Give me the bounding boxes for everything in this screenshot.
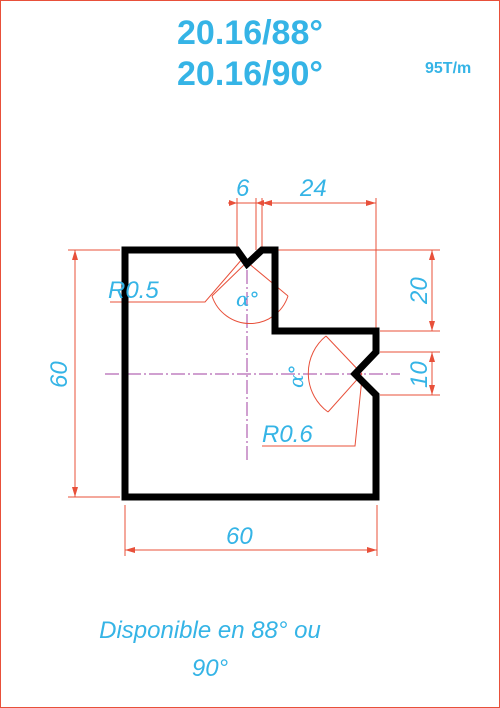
arrow-60h-left (125, 547, 135, 553)
dim-text-r05: R0.5 (108, 277, 159, 304)
arc-top-leg-left (211, 261, 248, 297)
title-line-2: 20.16/90° (177, 55, 323, 93)
angle-text-top: α° (236, 287, 260, 311)
availability-note-line-2: 90° (191, 655, 229, 682)
leader-r05 (110, 257, 244, 303)
arrow-60v-bottom (72, 487, 78, 497)
tonnage-label: 95T/m (425, 60, 472, 77)
availability-note: Disponible en 88° ou 90° (30, 612, 390, 688)
dim-text-20: 20 (406, 277, 433, 305)
availability-note-line-1: Disponible en 88° ou (99, 617, 321, 644)
arc-side-leg-top (325, 335, 363, 375)
arrow-10-bottom (429, 385, 435, 395)
angle-text-side: α° (284, 364, 308, 388)
dim-text-r06: R0.6 (262, 421, 313, 448)
arrow-60h-right (367, 547, 377, 553)
arc-top-angle (211, 295, 289, 325)
arrow-60v-top (72, 250, 78, 260)
arc-side-angle (307, 335, 329, 413)
arrow-24-left (262, 200, 272, 206)
die-outline (121, 246, 380, 501)
arrow-20-top (429, 250, 435, 260)
arc-side-leg-bottom (327, 373, 363, 413)
dim-text-6: 6 (236, 175, 250, 202)
dim-text-60-vertical: 60 (46, 361, 73, 388)
arrow-24-right (366, 200, 376, 206)
arrow-6-left (229, 200, 237, 206)
arrow-20-bottom (429, 321, 435, 331)
dim-text-24: 24 (299, 175, 327, 202)
dim-text-60-horizontal: 60 (226, 523, 253, 550)
arc-top-leg-right (246, 261, 289, 297)
leader-r06 (262, 377, 363, 447)
arrow-10-top (429, 352, 435, 362)
title-line-1: 20.16/88° (177, 14, 323, 52)
arrow-6-right (256, 200, 264, 206)
dim-text-10: 10 (406, 361, 433, 388)
